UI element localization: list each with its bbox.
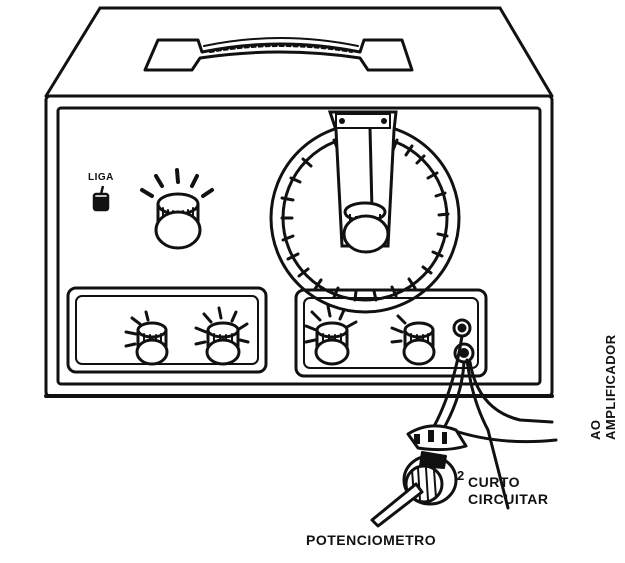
- lower-right-panel: [294, 288, 488, 378]
- carry-handle: [143, 37, 414, 72]
- terminal-number-label: 2: [457, 468, 465, 483]
- front-panel: [56, 106, 542, 386]
- amplifier-label-line2: AMPLIFICADOR: [603, 334, 618, 440]
- small-knob-2: [194, 306, 250, 366]
- lower-left-panel: [66, 286, 268, 374]
- power-switch: [92, 185, 110, 212]
- amplifier-label: AO AMPLIFICADOR: [588, 334, 618, 440]
- potentiometer: [370, 424, 468, 528]
- power-switch-label: LIGA: [88, 172, 114, 183]
- frequency-dial: [269, 110, 461, 314]
- potentiometer-label: POTENCIOMETRO: [306, 532, 437, 548]
- short-circuit-label-line2: CIRCUITAR: [468, 491, 549, 507]
- small-knob-3: [304, 304, 358, 366]
- small-knob-4: [390, 314, 436, 366]
- range-knob: [140, 168, 214, 250]
- short-circuit-label: CURTO CIRCUITAR: [468, 474, 548, 508]
- short-circuit-label-line1: CURTO: [468, 474, 521, 490]
- amplifier-label-line1: AO: [588, 419, 603, 441]
- small-knob-1: [124, 310, 169, 366]
